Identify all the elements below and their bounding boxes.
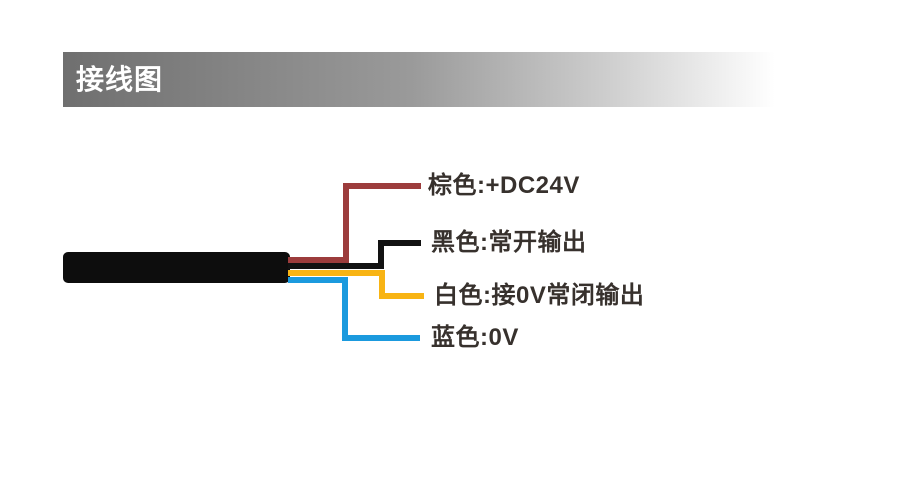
white-wire	[288, 270, 424, 299]
white-wire-label: 白色:接0V常闭输出	[434, 282, 645, 309]
black-wire	[288, 240, 421, 269]
black-wire-label: 黑色:常开输出	[431, 229, 587, 256]
brown-wire	[288, 183, 421, 263]
section-header: 接线图	[63, 52, 837, 107]
section-title: 接线图	[76, 63, 164, 95]
brown-wire-label: 棕色:+DC24V	[428, 172, 580, 199]
blue-wire	[288, 277, 420, 341]
blue-wire-label: 蓝色:0V	[431, 324, 519, 351]
sensor-cable-body	[63, 252, 290, 283]
